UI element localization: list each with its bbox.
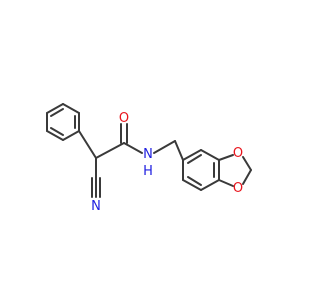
bond <box>46 103 64 114</box>
atom-label-layer: O N H N O O <box>91 111 243 214</box>
bond <box>174 140 184 161</box>
bond <box>46 130 64 141</box>
bond <box>62 130 80 141</box>
double-bond-inner <box>187 176 202 186</box>
dioxole-ring <box>218 154 252 187</box>
bond <box>62 103 80 114</box>
bond <box>218 154 234 161</box>
benzodioxole-ring <box>182 149 220 191</box>
dioxole-oxygen-top-label: O <box>233 146 243 161</box>
bond <box>200 179 220 191</box>
bond <box>242 169 252 185</box>
nitrile-nitrogen-label: N <box>91 199 101 214</box>
bond-layer <box>46 103 252 198</box>
molecule-structure: O N H N O O <box>46 103 252 214</box>
carbonyl-oxygen-label: O <box>119 111 129 126</box>
bond <box>153 140 176 154</box>
bond <box>95 142 125 159</box>
bond <box>78 130 97 159</box>
phenyl-ring <box>46 103 80 141</box>
dioxole-oxygen-bottom-label: O <box>233 181 243 196</box>
bond <box>218 179 234 187</box>
double-bond-inner <box>50 127 64 136</box>
structure-canvas: O N H N O O <box>46 103 252 214</box>
double-bond-inner <box>50 108 64 117</box>
amide-hydrogen-label: H <box>143 164 153 179</box>
bond <box>200 149 220 161</box>
amide-nitrogen-label: N <box>143 147 153 162</box>
bond <box>123 142 143 154</box>
double-bond-inner <box>187 154 202 164</box>
bond <box>182 179 202 191</box>
bond <box>242 156 252 171</box>
bond <box>182 149 202 161</box>
